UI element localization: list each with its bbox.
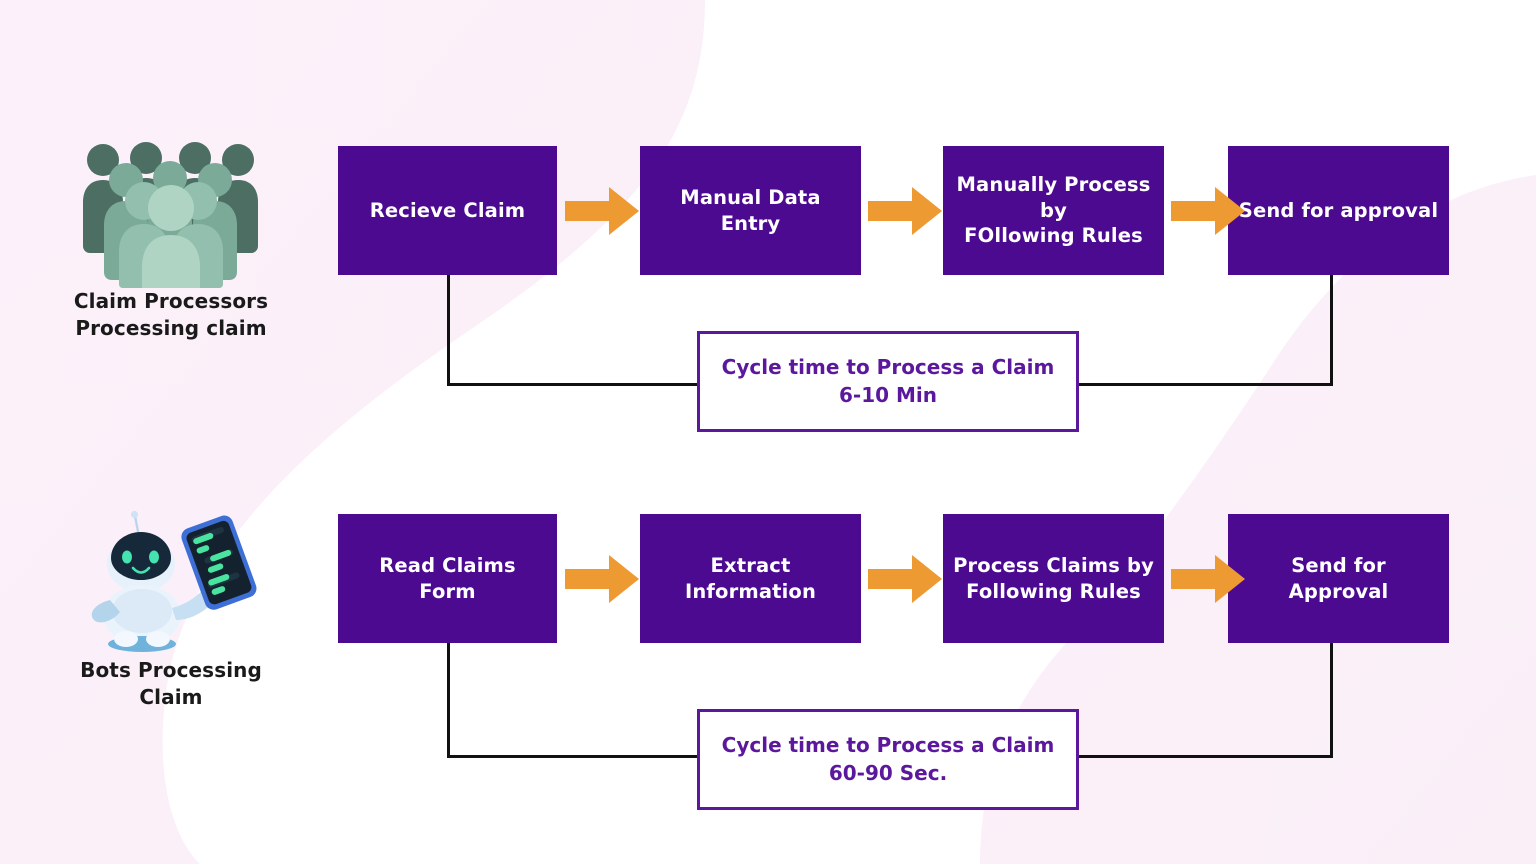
cycle-time-title: Cycle time to Process a Claim — [721, 732, 1055, 757]
step-label-line-1: Extract Information — [684, 553, 817, 603]
arrow-right-icon — [868, 185, 942, 237]
step-box-extract-information[interactable]: Extract Information — [640, 514, 861, 643]
connector-left-vertical-bot — [447, 643, 450, 757]
actor-label-line-2: Processing claim — [75, 315, 267, 340]
step-box-read-claims-form[interactable]: Read Claims Form — [338, 514, 557, 643]
arrow-right-icon — [1171, 553, 1245, 605]
cycle-time-value: 6-10 Min — [838, 382, 937, 407]
step-box-manual-data-entry[interactable]: Manual Data Entry — [640, 146, 861, 275]
actor-label-line-1: Claim Processors — [73, 289, 269, 313]
arrow-right-icon — [565, 553, 639, 605]
arrow-right-icon — [868, 553, 942, 605]
cycle-time-callout-bot: Cycle time to Process a Claim 60-90 Sec. — [697, 709, 1079, 810]
step-box-manually-process-rules[interactable]: Manually Process by FOllowing Rules — [943, 146, 1164, 275]
actor-label-manual: Claim Processors Processing claim — [40, 288, 302, 341]
step-label-line-1: Manually Process by — [956, 172, 1151, 222]
connector-right-vertical-manual — [1330, 275, 1333, 386]
connector-right-horizontal-bot — [1076, 755, 1333, 758]
cycle-time-callout-manual: Cycle time to Process a Claim 6-10 Min — [697, 331, 1079, 432]
cycle-time-value: 60-90 Sec. — [828, 760, 948, 785]
arrow-right-icon — [1171, 185, 1245, 237]
connector-right-vertical-bot — [1330, 643, 1333, 758]
robot-icon — [88, 508, 263, 653]
step-label-line-1: Read Claims Form — [379, 553, 516, 603]
actor-label-line-2: Claim — [139, 684, 203, 709]
connector-left-horizontal-manual — [447, 383, 702, 386]
cycle-time-title: Cycle time to Process a Claim — [721, 354, 1055, 379]
step-label-line-1: Process Claims by — [953, 553, 1154, 577]
step-label-line-1: Send for approval — [1238, 198, 1439, 222]
people-group-icon — [78, 138, 263, 288]
connector-left-horizontal-bot — [447, 755, 702, 758]
connector-right-horizontal-manual — [1076, 383, 1333, 386]
arrow-right-icon — [565, 185, 639, 237]
step-box-send-for-approval-bot[interactable]: Send for Approval — [1228, 514, 1449, 643]
actor-label-bot: Bots Processing Claim — [40, 657, 302, 710]
step-label-line-1: Recieve Claim — [369, 198, 526, 222]
connector-left-vertical-manual — [447, 275, 450, 385]
step-box-send-for-approval-manual[interactable]: Send for approval — [1228, 146, 1449, 275]
step-box-process-claims-rules[interactable]: Process Claims by Following Rules — [943, 514, 1164, 643]
step-label-line-1: Manual Data Entry — [680, 185, 821, 235]
actor-label-line-1: Bots Processing — [80, 658, 262, 682]
step-label-line-1: Send for Approval — [1288, 553, 1389, 603]
step-box-recieve-claim[interactable]: Recieve Claim — [338, 146, 557, 275]
step-label-line-2: FOllowing Rules — [964, 224, 1143, 248]
step-label-line-2: Following Rules — [966, 579, 1141, 603]
